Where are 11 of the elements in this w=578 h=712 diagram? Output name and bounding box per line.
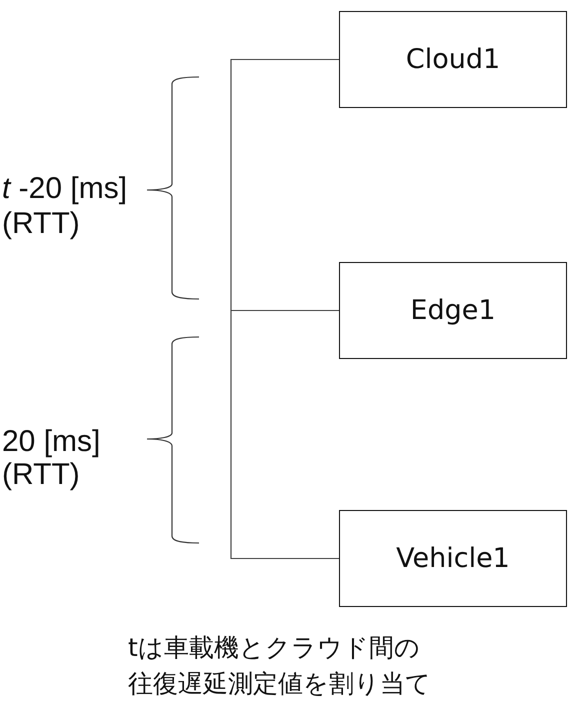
box-label: Edge1 xyxy=(410,294,496,326)
box-label: Vehicle1 xyxy=(396,542,510,574)
connector-line xyxy=(230,58,339,312)
box-label: Cloud1 xyxy=(406,44,500,76)
rtt-label: t -20 [ms] (RTT) xyxy=(2,171,128,241)
rtt-label: 20 [ms] (RTT) xyxy=(2,425,102,491)
connector-line xyxy=(230,310,339,560)
process-box xyxy=(339,510,567,607)
note-text: tは車載機とクラウド間の往復遅延測定値を割り当て xyxy=(128,632,432,700)
process-box xyxy=(339,262,567,359)
process-box xyxy=(339,11,567,108)
